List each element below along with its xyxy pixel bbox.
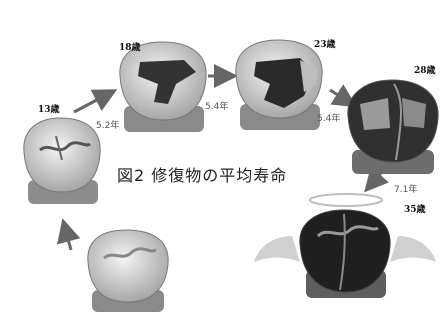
tooth-age-28 [347, 79, 439, 174]
tooth-healthy-bottom [87, 229, 169, 312]
arrow-13-to-18 [73, 89, 118, 114]
interval-label-4: 7.1年 [394, 185, 418, 195]
interval-label-1: 5.2年 [96, 121, 120, 131]
tooth-age-13 [23, 117, 101, 204]
arrow-23-to-28 [329, 84, 358, 108]
tooth-age-35 [254, 193, 436, 298]
arrow-28-to-35 [364, 166, 389, 193]
tooth-age-23 [235, 39, 323, 130]
figure-title: 図2 修復物の平均寿命 [117, 166, 288, 185]
interval-label-3: 5.4年 [317, 114, 341, 124]
age-label-18: 18歳 [119, 43, 141, 53]
age-label-35: 35歳 [404, 205, 426, 215]
interval-label-2: 5.4年 [205, 102, 229, 112]
age-label-13: 13歳 [38, 105, 60, 115]
tooth-age-18 [119, 41, 207, 132]
arrow-bottom-to-13 [57, 218, 81, 251]
age-label-23: 23歳 [314, 40, 336, 50]
age-label-28: 28歳 [414, 66, 436, 76]
